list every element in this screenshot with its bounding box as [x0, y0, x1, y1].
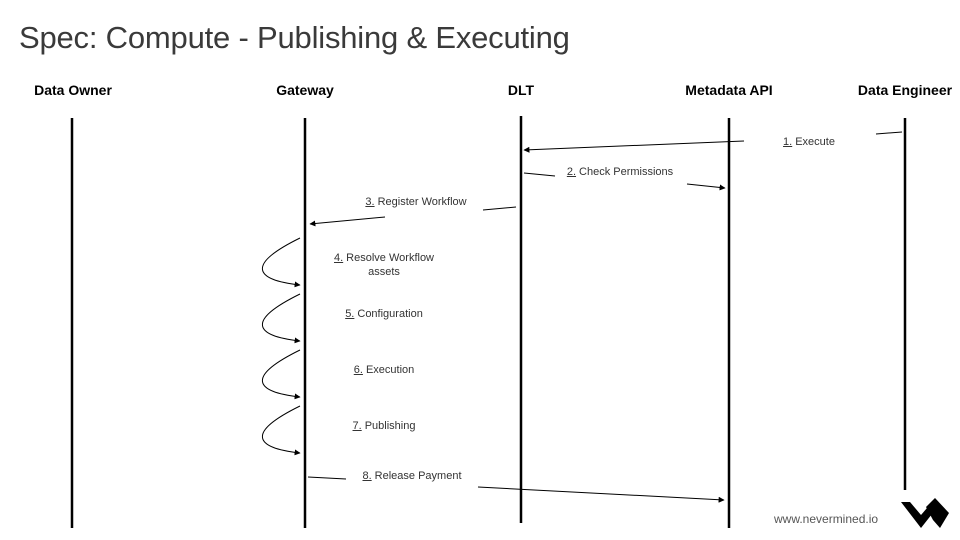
self-loop-step-4 — [262, 237, 301, 288]
actor-dlt: DLT — [507, 82, 535, 98]
step-5-number: 5. — [345, 308, 355, 320]
step-1-label: 1.Execute — [783, 135, 835, 149]
step-6-number: 6. — [353, 364, 363, 376]
arrow-step-2 — [686, 183, 726, 191]
step-7-number: 7. — [352, 420, 362, 432]
self-loop-step-7 — [262, 405, 301, 456]
step-4-label: 4.Resolve Workflow assets — [334, 251, 434, 279]
step-8-label: 8.Release Payment — [362, 469, 461, 483]
footer-url-link[interactable]: www.nevermined.io — [774, 512, 879, 526]
arrow-step-1 — [523, 140, 745, 153]
actor-gateway: Gateway — [276, 82, 334, 98]
step-2-label: 2.Check Permissions — [567, 165, 673, 179]
arrow-step-8 — [477, 486, 725, 503]
actor-metadata-api: Metadata API — [685, 82, 773, 98]
self-loop-step-6 — [262, 349, 301, 400]
arrow-step-1-tail — [875, 131, 903, 135]
arrow-step-3 — [309, 216, 386, 227]
actor-data-owner: Data Owner — [34, 82, 112, 98]
step-4-text: Resolve Workflow — [346, 252, 435, 264]
step-2-number: 2. — [566, 166, 577, 178]
step-3-text: Register Workflow — [377, 196, 467, 208]
step-5-text: Configuration — [357, 308, 423, 320]
step-6-label: 6.Execution — [354, 363, 415, 377]
step-2-text: Check Permissions — [579, 166, 674, 178]
nevermined-logo-icon — [901, 498, 949, 528]
step-3-label: 3.Register Workflow — [365, 195, 466, 209]
arrow-step-8-tail — [307, 476, 347, 480]
step-1-text: Execute — [795, 136, 835, 148]
step-6-text: Execution — [365, 364, 415, 376]
step-7-label: 7.Publishing — [353, 419, 416, 433]
page-title: Spec: Compute - Publishing & Executing — [19, 20, 570, 55]
actor-data-engineer: Data Engineer — [857, 82, 953, 98]
arrow-step-3-tail — [482, 206, 517, 211]
step-5-label: 5.Configuration — [345, 307, 423, 321]
step-8-number: 8. — [362, 470, 372, 482]
self-loop-step-5 — [262, 293, 301, 344]
step-7-text: Publishing — [364, 420, 416, 432]
step-4-text-line2: assets — [368, 266, 400, 278]
step-1-number: 1. — [783, 136, 793, 148]
step-3-number: 3. — [365, 196, 375, 208]
step-4-number: 4. — [333, 252, 344, 264]
arrow-step-2-tail — [523, 172, 556, 177]
step-8-text: Release Payment — [374, 470, 462, 482]
